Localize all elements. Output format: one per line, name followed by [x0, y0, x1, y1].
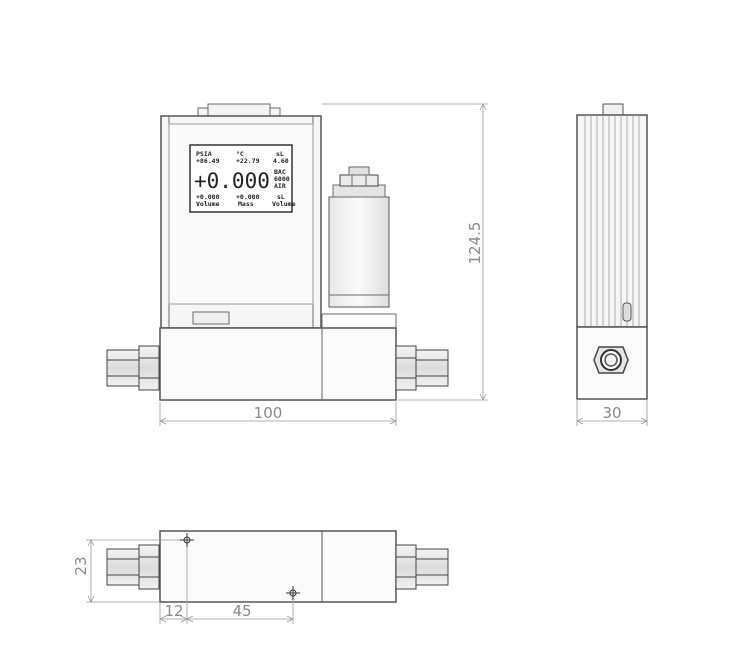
top-right-fitting	[395, 544, 449, 590]
front-dimensions	[159, 103, 488, 426]
dim-height-label: 124.5	[466, 222, 484, 265]
valve-column	[328, 196, 390, 308]
side-port	[593, 346, 629, 374]
lcd-bottom-left-label: Volume	[196, 200, 220, 208]
lcd-top-left-value: +86.49	[196, 157, 220, 165]
dim-base-height-label: 23	[72, 556, 90, 575]
lcd-top-mid-unit: °C	[236, 150, 244, 158]
valve-nut	[339, 174, 379, 187]
lcd-bottom-mid-value: +0.000	[236, 193, 260, 201]
lcd-readout: PSIA +86.49 °C +22.79 sL 4.60 +0.000 BAC…	[194, 150, 296, 208]
top-left-fitting	[106, 544, 160, 590]
dim-depth-label: 30	[602, 404, 621, 422]
dim-hole-spacing-label: 45	[232, 602, 251, 620]
mounting-hole-2	[286, 586, 300, 600]
lcd-bottom-mid-label: Mass	[238, 200, 254, 208]
lcd-top-right-value: 4.60	[273, 157, 289, 165]
lcd-bottom-right-unit: sL	[277, 193, 285, 201]
top-body	[159, 530, 397, 603]
lcd-top-right-unit: sL	[276, 150, 284, 158]
lcd-main-value: +0.000	[194, 169, 270, 193]
right-fitting	[395, 345, 449, 391]
front-view	[106, 103, 449, 401]
lcd-bottom-right-label: Volume	[272, 200, 296, 208]
dim-hole-offset-label: 12	[164, 602, 183, 620]
lcd-top-mid-value: +22.79	[236, 157, 260, 165]
side-view	[576, 103, 648, 400]
top-connector	[207, 103, 271, 117]
flow-body	[159, 327, 397, 401]
top-view	[106, 530, 449, 603]
top-dimensions	[86, 539, 294, 624]
mounting-hole-1	[180, 533, 194, 547]
lcd-bottom-left-value: +0.000	[196, 193, 220, 201]
side-dimensions	[576, 400, 648, 426]
lcd-side-label-2: 6000	[274, 175, 290, 183]
side-housing	[576, 114, 648, 328]
lcd-side-label-1: BAC	[274, 168, 286, 176]
dim-width-label: 100	[254, 404, 283, 422]
left-fitting	[106, 345, 160, 391]
lcd-top-left-unit: PSIA	[196, 150, 212, 158]
lcd-display	[189, 144, 293, 213]
lcd-side-label-3: AIR	[274, 182, 286, 190]
